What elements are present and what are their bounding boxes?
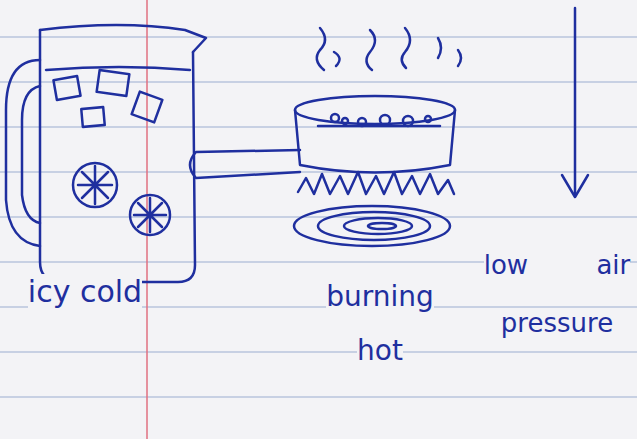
down-arrow <box>562 8 588 197</box>
ruled-lines <box>0 37 637 397</box>
burner <box>294 172 454 246</box>
label-box: low air pressure <box>482 236 632 352</box>
ink-drawing <box>6 8 588 282</box>
temperature-label: burning hot <box>326 280 434 367</box>
label-box: burning hot <box>305 270 455 378</box>
temperature-label: icy cold <box>28 274 142 309</box>
pot <box>190 28 461 178</box>
pitcher <box>6 25 206 282</box>
label-box: icy cold <box>10 272 160 312</box>
pressure-label: low air pressure <box>484 250 631 338</box>
